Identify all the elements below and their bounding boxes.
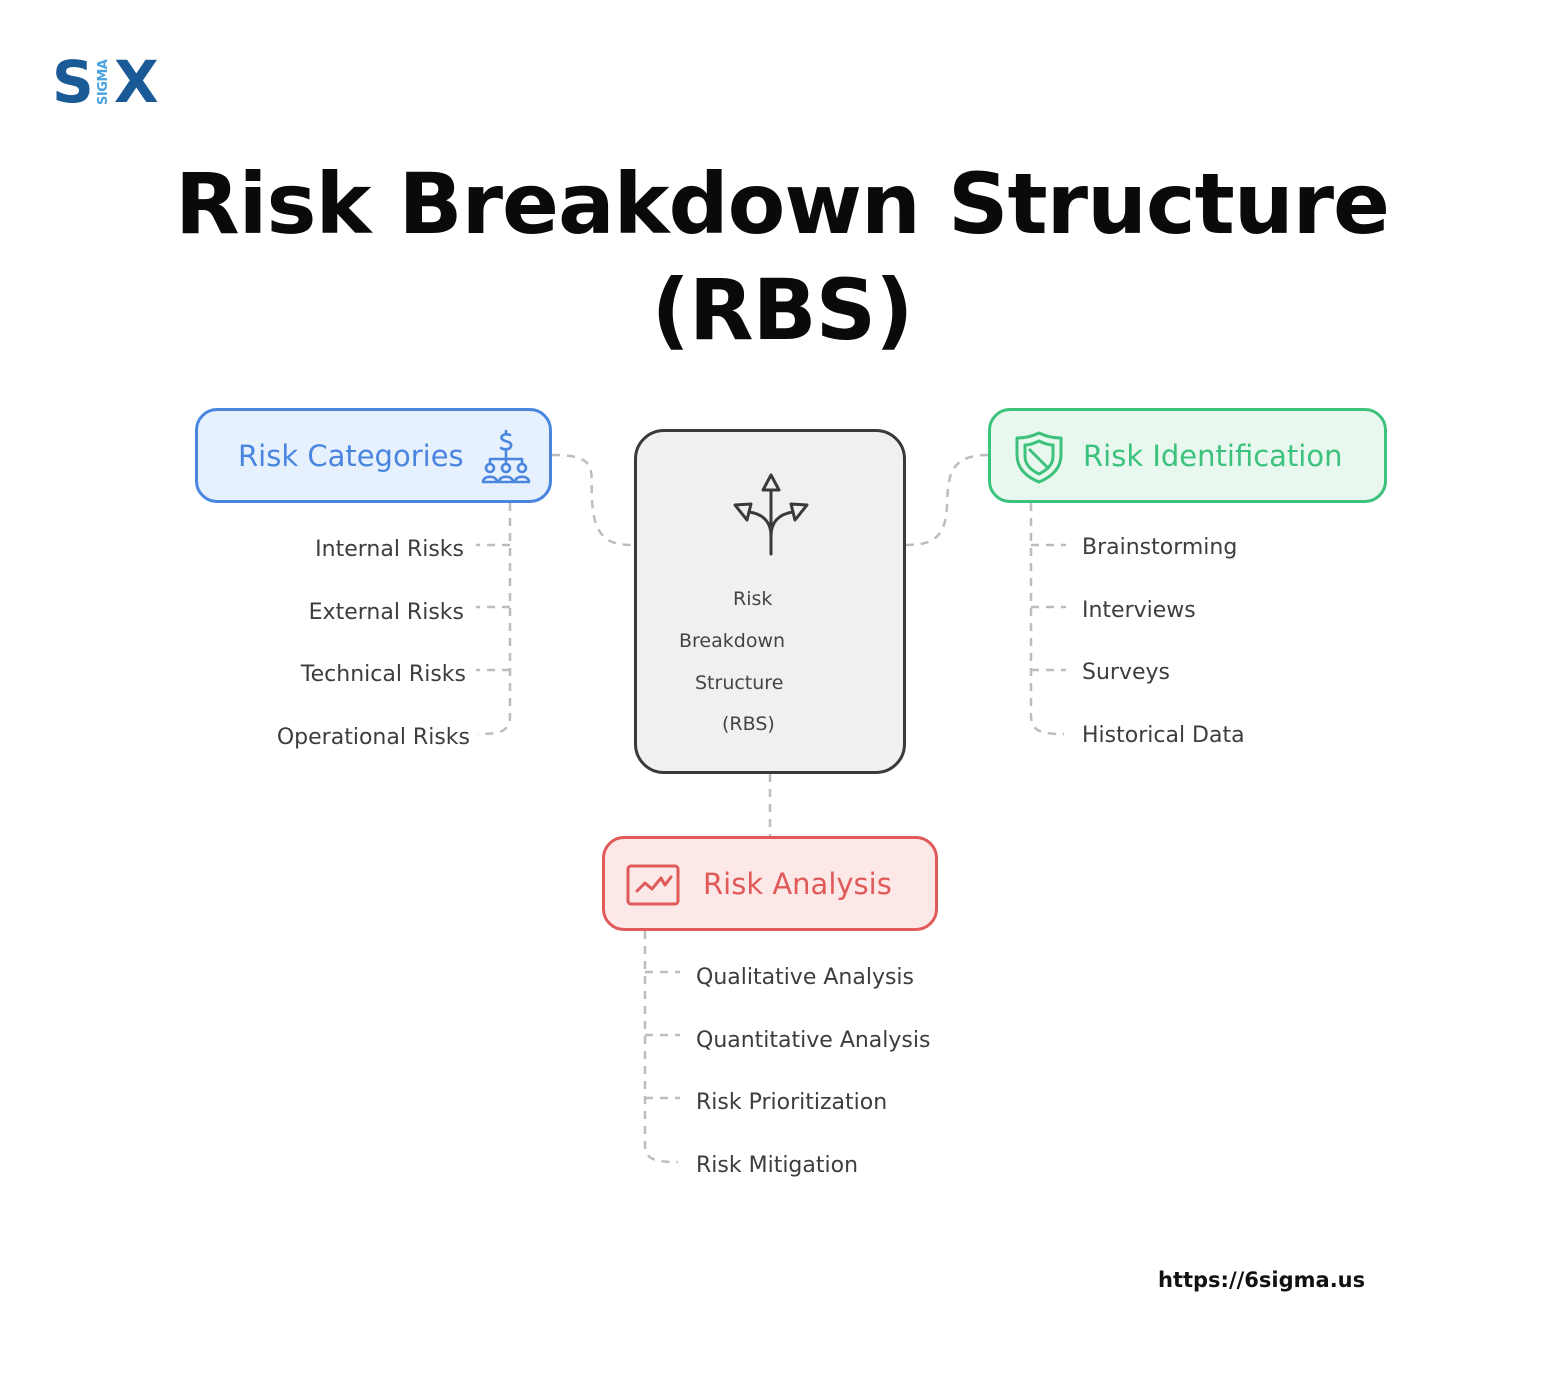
rbs-center-box: Risk Breakdown Structure (RBS): [634, 429, 906, 774]
connector-analysis-trunk: [643, 931, 679, 1164]
arrows-split-icon: [733, 473, 809, 556]
identification-item: Historical Data: [1082, 723, 1245, 748]
center-text-line-3: Structure: [695, 672, 784, 694]
page-title-line-2: (RBS): [651, 261, 914, 359]
risk-analysis-box: Risk Analysis: [602, 836, 938, 931]
logo-letter-s: S: [52, 48, 94, 116]
category-item: Operational Risks: [276, 725, 470, 750]
line-chart-icon: [626, 864, 680, 906]
connector-center-categories: [551, 453, 635, 547]
logo-sigma-text: SIGMA: [96, 59, 111, 105]
shield-icon: [1015, 431, 1063, 484]
connector-center-identification: [905, 453, 989, 547]
analysis-item: Qualitative Analysis: [696, 965, 915, 990]
analysis-item: Risk Prioritization: [696, 1090, 888, 1115]
logo-letter-x: X: [114, 48, 159, 116]
center-text-line-2: Breakdown: [679, 630, 786, 652]
risk-categories-label: Risk Categories: [238, 439, 464, 473]
risk-identification-box: Risk Identification: [988, 408, 1387, 503]
org-chart-dollar-icon: [481, 429, 531, 484]
identification-item: Brainstorming: [1082, 535, 1238, 560]
category-item: External Risks: [308, 600, 464, 625]
identification-item: Interviews: [1082, 598, 1196, 623]
logo: S SIGMA X: [52, 52, 164, 112]
center-text-line-4: (RBS): [722, 713, 775, 735]
risk-identification-label: Risk Identification: [1083, 439, 1343, 473]
analysis-item: Risk Mitigation: [696, 1153, 859, 1178]
risk-analysis-label: Risk Analysis: [703, 867, 892, 901]
center-text-line-1: Risk: [733, 588, 773, 610]
connector-identification-trunk: [1029, 503, 1065, 736]
category-item: Internal Risks: [315, 537, 464, 562]
footer-url[interactable]: https://6sigma.us: [1158, 1268, 1366, 1292]
connector-categories-trunk: [477, 503, 512, 736]
page-title-line-1: Risk Breakdown Structure: [174, 155, 1390, 253]
analysis-item: Quantitative Analysis: [696, 1028, 931, 1053]
identification-item: Surveys: [1082, 660, 1170, 685]
category-item: Technical Risks: [300, 662, 466, 687]
risk-categories-box: Risk Categories: [195, 408, 552, 503]
